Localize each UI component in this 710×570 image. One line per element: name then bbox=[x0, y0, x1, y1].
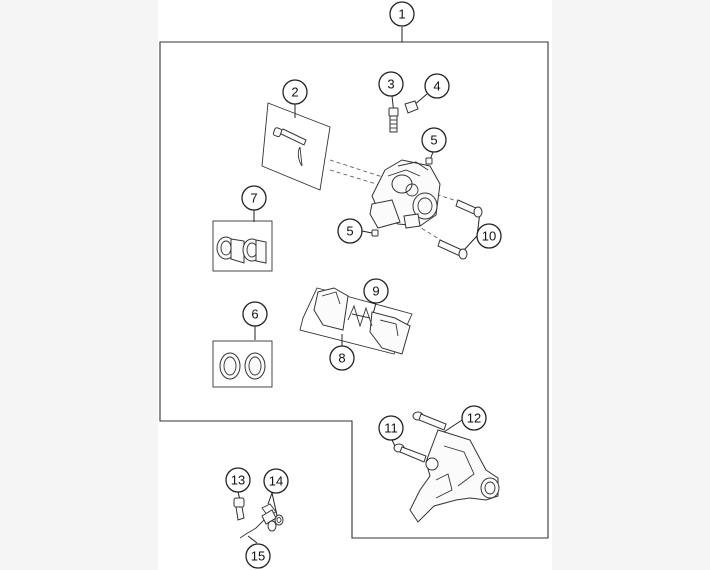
part-9-pad-spring bbox=[347, 304, 373, 328]
part-5-plug-upper bbox=[425, 157, 433, 165]
callout-9-label: 9 bbox=[372, 284, 379, 299]
part-4-cap bbox=[404, 100, 419, 114]
callout-5-upper-label: 5 bbox=[430, 133, 437, 148]
callout-4[interactable]: 4 bbox=[424, 73, 450, 99]
assembly-frame bbox=[159, 41, 549, 539]
callout-7-label: 7 bbox=[250, 191, 257, 206]
callout-4-label: 4 bbox=[433, 79, 440, 94]
callout-1-label: 1 bbox=[398, 7, 405, 22]
callout-2[interactable]: 2 bbox=[282, 79, 308, 105]
callout-12[interactable]: 12 bbox=[461, 405, 487, 431]
callout-7[interactable]: 7 bbox=[241, 185, 267, 211]
callout-12-label: 12 bbox=[467, 411, 481, 426]
callout-6[interactable]: 6 bbox=[242, 301, 268, 327]
right-margin-band bbox=[552, 0, 710, 570]
part-3-bleed-valve bbox=[388, 107, 399, 133]
callout-14-label: 14 bbox=[269, 474, 283, 489]
part-8-brake-pad-kit bbox=[299, 287, 413, 355]
part-13-fitting bbox=[233, 497, 245, 521]
callout-1[interactable]: 1 bbox=[389, 1, 415, 27]
callout-13-label: 13 bbox=[231, 473, 245, 488]
callout-15[interactable]: 15 bbox=[245, 543, 271, 569]
callout-10-label: 10 bbox=[482, 229, 496, 244]
callout-3-label: 3 bbox=[387, 77, 394, 92]
callout-13[interactable]: 13 bbox=[225, 467, 251, 493]
callout-14[interactable]: 14 bbox=[263, 468, 289, 494]
callout-8[interactable]: 8 bbox=[329, 345, 355, 371]
callout-10[interactable]: 10 bbox=[476, 223, 502, 249]
callout-5-lower[interactable]: 5 bbox=[337, 218, 363, 244]
part-2-pin-kit bbox=[261, 102, 331, 191]
part-15-brake-line bbox=[239, 509, 277, 539]
callout-11-label: 11 bbox=[384, 421, 398, 436]
left-margin-band bbox=[0, 0, 158, 570]
callout-5-lower-label: 5 bbox=[346, 224, 353, 239]
callout-3[interactable]: 3 bbox=[378, 71, 404, 97]
callout-11[interactable]: 11 bbox=[378, 415, 404, 441]
callout-15-label: 15 bbox=[251, 549, 265, 564]
part-14-washers bbox=[261, 503, 284, 526]
part-11-bolts bbox=[393, 411, 447, 463]
part-10-bolts bbox=[437, 199, 483, 260]
callout-8-label: 8 bbox=[338, 351, 345, 366]
part-6-seals bbox=[212, 340, 273, 388]
callout-2-label: 2 bbox=[291, 85, 298, 100]
callout-6-label: 6 bbox=[251, 307, 258, 322]
part-12-caliper-carrier bbox=[409, 429, 500, 523]
callout-9[interactable]: 9 bbox=[363, 278, 389, 304]
part-5-plug-lower bbox=[371, 229, 379, 237]
part-7-pistons bbox=[212, 220, 273, 272]
callout-5-upper[interactable]: 5 bbox=[421, 127, 447, 153]
